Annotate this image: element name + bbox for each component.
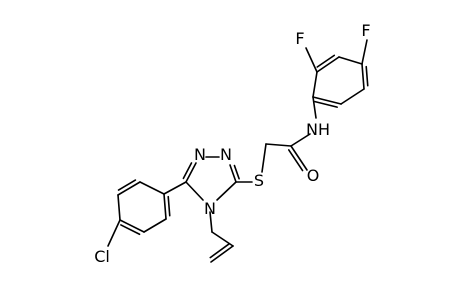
ring-double-bond-inner (120, 224, 141, 236)
triazole-double-bond (229, 164, 237, 183)
atom-fluorine-left: F (295, 29, 304, 48)
ring-double-bond-inner (365, 65, 369, 87)
ring-double-bond-inner (314, 100, 338, 108)
c-c-bond (265, 143, 292, 147)
atom-nitrogen-2: N (220, 145, 232, 164)
n-c-bond (216, 181, 237, 201)
c-f-bond (305, 47, 318, 73)
ring-double-bond (119, 219, 145, 233)
n-c-bond (290, 133, 311, 147)
atom-nitrogen-1: N (194, 145, 206, 164)
ring-double-bond-inner (316, 54, 336, 68)
ring-double-bond-inner (167, 195, 171, 217)
c-n-bond (185, 181, 204, 201)
ring-bond (143, 218, 167, 233)
atom-sulfur: S (254, 171, 264, 190)
ring-double-bond (361, 63, 365, 90)
ring-double-bond (316, 56, 340, 73)
c-n-bond (312, 96, 317, 119)
atom-fluorine-top: F (361, 21, 370, 40)
ring-double-bond (163, 193, 167, 220)
triazole-double-bond-inner (182, 162, 193, 180)
n-c-bond (209, 211, 213, 233)
c-c-bond (163, 181, 187, 195)
allyl-double-bond-inner (209, 243, 230, 259)
ring-bond (338, 56, 363, 65)
atom-chlorine: Cl (94, 247, 110, 266)
bonds (107, 39, 369, 263)
c-c-bond (211, 231, 234, 247)
ring-double-bond-inner (117, 179, 137, 191)
ring-bond (340, 88, 365, 105)
ring-bond (139, 181, 165, 195)
c-s-bond (261, 143, 267, 173)
atom-nh: NH (306, 120, 330, 139)
c-o-double-bond (290, 145, 308, 171)
ring-double-bond (117, 181, 141, 196)
c-f-bond (361, 39, 368, 65)
atom-oxygen: O (307, 166, 320, 185)
triazole-double-bond-inner (233, 164, 240, 180)
ring-bond (312, 71, 318, 98)
ring-double-bond (312, 96, 342, 105)
ring-bond (117, 194, 121, 221)
c-o-double-bond-inner (287, 149, 304, 172)
triazole-double-bond (185, 162, 197, 183)
c-cl-bond (107, 219, 121, 247)
allyl-double-bond (210, 245, 234, 263)
atom-nitrogen-4: N (204, 199, 216, 218)
